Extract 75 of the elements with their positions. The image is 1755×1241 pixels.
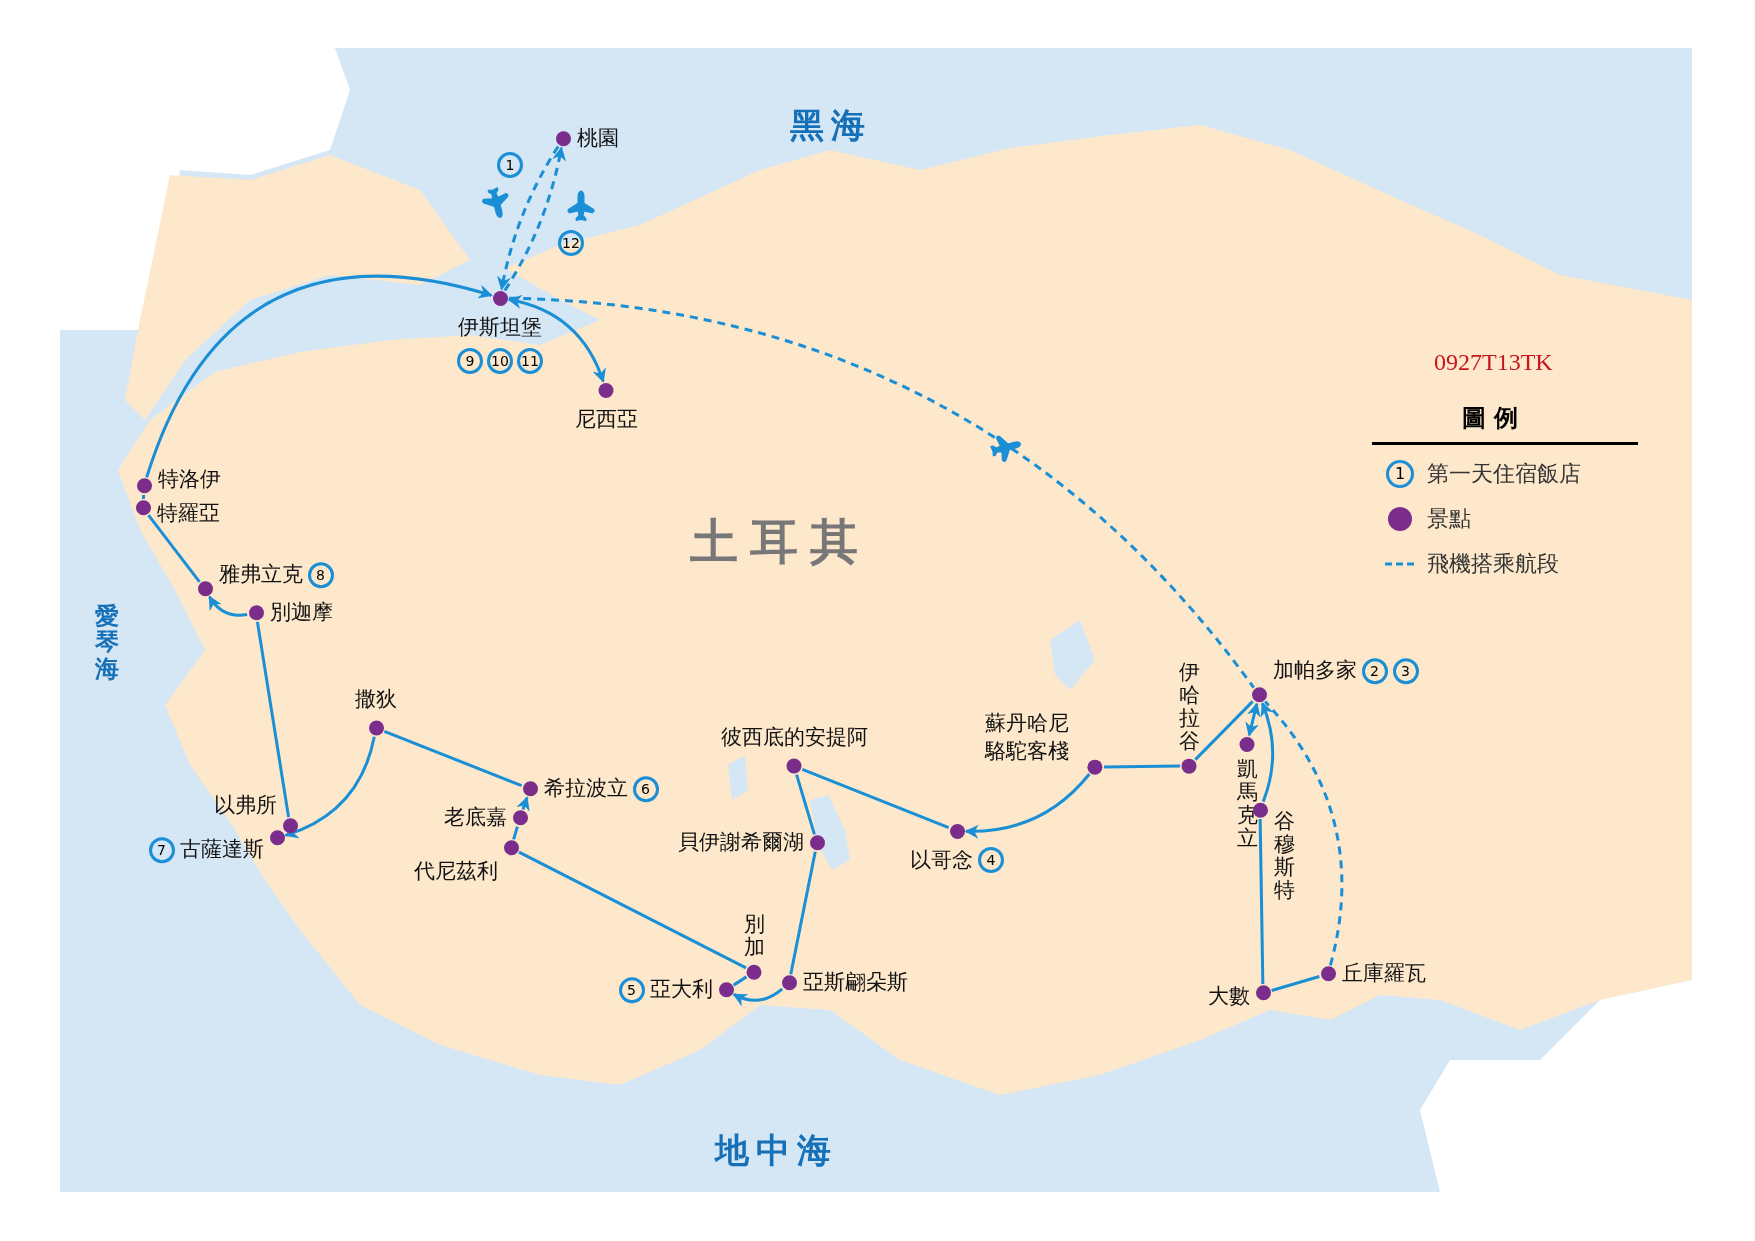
- day-badge: 7: [148, 837, 175, 863]
- place-name: 別加: [743, 912, 765, 959]
- day-badge: 11: [517, 348, 543, 374]
- day-badge: 3: [1392, 658, 1419, 684]
- day-badge: 1: [497, 152, 523, 178]
- flight-route: [508, 296, 1255, 689]
- flight-route: [497, 145, 560, 291]
- route-line: [1194, 700, 1254, 761]
- route-line: [1104, 764, 1180, 769]
- route-line: [284, 736, 376, 838]
- day-badge: 12: [558, 230, 584, 256]
- place-name: 凱馬克立: [1236, 757, 1258, 850]
- place-name: 特洛伊: [157, 466, 221, 494]
- route-line: [208, 595, 248, 617]
- route-line: [518, 850, 747, 970]
- place-name: 撒狄: [355, 685, 397, 712]
- route-line: [516, 796, 530, 812]
- place-name: 亞大利: [649, 976, 713, 1004]
- place-name: 尼西亞: [574, 405, 638, 433]
- route-line: [145, 274, 493, 478]
- legend-title: 土耳其: [690, 512, 870, 571]
- day-badge: 5: [618, 977, 645, 1003]
- flight-route: [1264, 700, 1344, 966]
- place-name: 伊哈拉谷: [1178, 660, 1200, 753]
- route-line: [383, 729, 523, 788]
- route-line: [1258, 818, 1265, 985]
- place-name: 古薩達斯: [179, 836, 264, 864]
- day-badge: 4: [978, 847, 1004, 874]
- place-name: 丘庫羅瓦: [1341, 960, 1426, 988]
- route-line: [732, 975, 748, 987]
- legend-label: 第一天住宿飯店: [1427, 460, 1581, 488]
- day-badge: 2: [1361, 658, 1388, 684]
- place-name: 亞斯翩朵斯: [802, 969, 908, 997]
- route-line: [795, 774, 816, 835]
- place-name: 伊斯坦堡: [458, 313, 542, 341]
- flight-route: [503, 146, 566, 292]
- place-name: 代尼茲利: [413, 858, 498, 886]
- place-name: 彼西底的安提阿: [720, 723, 868, 750]
- place-name: 雅弗立克: [218, 561, 303, 589]
- region-name: 地中海: [715, 1129, 838, 1172]
- route-line: [507, 295, 606, 383]
- legend-label: 飛機搭乘航段: [1427, 550, 1559, 578]
- region-name: 愛琴海: [95, 603, 119, 683]
- day-badge: 10: [487, 348, 513, 374]
- route-line: [1271, 975, 1320, 992]
- place-name: 別迦摩: [269, 599, 333, 627]
- route-line: [141, 494, 146, 500]
- region-name: 黑海: [790, 104, 872, 147]
- route-line: [255, 621, 291, 818]
- place-name: 特羅亞: [156, 500, 220, 528]
- place-name: 以弗所: [213, 792, 277, 820]
- place-name: 貝伊謝希爾湖: [677, 829, 804, 857]
- place-name: 谷穆斯特: [1273, 809, 1295, 903]
- legend-symbol: 1: [1386, 459, 1414, 488]
- route-line: [1245, 702, 1261, 737]
- place-name: 蘇丹哈尼駱駝客棧: [984, 709, 1070, 765]
- day-badge: 8: [307, 562, 334, 588]
- place-name: 大數: [1207, 983, 1250, 1011]
- route-line: [1260, 702, 1275, 803]
- route-line: [964, 773, 1091, 839]
- place-name: 希拉波立: [543, 775, 628, 803]
- place-name: 加帕多家: [1272, 657, 1357, 685]
- region-name: 圖 例: [1462, 403, 1519, 434]
- day-badge: 9: [457, 348, 483, 374]
- place-name: 桃園: [576, 125, 619, 153]
- region-name: 0927T13TK: [1434, 348, 1553, 377]
- place-name: 老底嘉: [443, 804, 507, 832]
- day-badge: 6: [632, 776, 659, 802]
- route-line: [801, 767, 950, 830]
- route-line: [147, 514, 201, 583]
- legend-label: 景點: [1427, 505, 1471, 533]
- route-line: [789, 851, 817, 975]
- route-line: [512, 826, 519, 840]
- place-name: 以哥念: [910, 846, 973, 874]
- route-line: [732, 987, 784, 1007]
